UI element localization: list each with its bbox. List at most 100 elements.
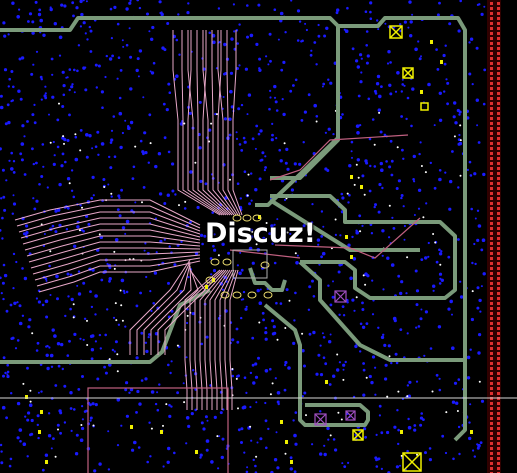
signal-trace <box>211 30 235 216</box>
via-icon <box>251 336 255 340</box>
via-icon <box>124 388 128 392</box>
via-icon <box>444 44 447 47</box>
power-traces[interactable] <box>87 134 421 473</box>
component-pad-icon[interactable] <box>205 214 273 299</box>
via-icon <box>247 173 250 176</box>
via-icon <box>289 89 293 93</box>
via-icon <box>144 377 148 381</box>
via-icon <box>294 78 298 82</box>
via-icon <box>478 298 482 303</box>
purple-pads[interactable] <box>314 290 356 426</box>
via-icon <box>235 131 238 134</box>
via-icon <box>228 133 232 137</box>
via-icon <box>77 270 81 273</box>
via-icon <box>62 84 66 88</box>
via-icon <box>96 130 100 134</box>
signal-traces[interactable] <box>14 30 243 410</box>
via-icon <box>279 11 284 16</box>
via-icon <box>79 337 82 340</box>
via-icon <box>469 403 472 406</box>
via-icon <box>407 425 412 430</box>
via-icon <box>373 165 377 168</box>
via-icon <box>63 421 67 424</box>
via-icon <box>198 100 202 104</box>
via-icon <box>44 92 47 95</box>
via-icon <box>199 456 202 459</box>
via-icon <box>194 388 197 391</box>
via-icon <box>442 53 446 58</box>
via-icon <box>231 338 235 342</box>
via-icon <box>66 272 70 276</box>
via-icon <box>477 141 481 144</box>
test-point-icon <box>402 67 414 79</box>
via-icon <box>414 47 418 52</box>
via-icon <box>132 165 136 169</box>
via-icon <box>37 391 40 394</box>
via-icon <box>476 124 479 127</box>
via-icon <box>454 121 458 125</box>
via-icon <box>357 94 361 98</box>
via-icon <box>194 161 197 164</box>
via-icon <box>156 391 159 394</box>
via-icon <box>87 222 91 226</box>
via-icon <box>424 171 427 174</box>
via-icon <box>3 273 8 278</box>
via-icon <box>150 71 155 75</box>
via-icon <box>75 6 79 10</box>
via-icon <box>329 333 332 336</box>
edge-connector[interactable] <box>487 0 501 473</box>
via-icon <box>394 352 398 356</box>
via-icon <box>250 235 254 239</box>
via-icon <box>270 224 274 228</box>
pad-icon <box>285 440 288 444</box>
via-icon <box>415 326 418 329</box>
via-icon <box>31 147 34 151</box>
via-icon <box>247 93 252 97</box>
via-icon <box>237 107 241 111</box>
via-icon <box>104 75 107 79</box>
via-icon <box>23 173 27 176</box>
via-icon <box>359 230 362 233</box>
test-points[interactable] <box>352 25 429 472</box>
via-icon <box>77 44 81 47</box>
via-icon <box>49 141 52 144</box>
via-icon <box>20 158 24 162</box>
via-icon <box>210 229 214 233</box>
via-icon <box>4 371 7 375</box>
via-icon <box>240 316 243 320</box>
via-icon <box>221 242 225 246</box>
via-icon <box>196 205 200 210</box>
signal-trace <box>136 261 191 355</box>
via-icon <box>89 416 93 420</box>
via-icon <box>466 168 469 171</box>
via-icon <box>371 118 375 121</box>
via-icon <box>453 135 456 138</box>
via-icon <box>104 371 108 375</box>
via-icon <box>374 393 377 396</box>
via-icon <box>458 110 462 114</box>
via-icon <box>359 53 363 57</box>
via-icon <box>48 346 51 349</box>
via-icon <box>395 187 399 190</box>
via-icon <box>438 169 442 172</box>
via-icon <box>275 431 278 434</box>
via-icon <box>91 147 94 150</box>
via-icon <box>419 317 423 321</box>
via-icon <box>283 230 287 233</box>
via-icon <box>217 254 220 257</box>
signal-trace <box>202 30 233 216</box>
via-icon <box>208 31 212 35</box>
via-icon <box>58 102 60 105</box>
via-icon <box>231 368 234 370</box>
via-icon <box>40 390 43 393</box>
via-icon <box>335 11 339 15</box>
via-icon <box>89 290 92 293</box>
via-icon <box>240 149 244 152</box>
via-icon <box>453 381 458 385</box>
via-icon <box>154 332 159 336</box>
via-icon <box>476 306 480 310</box>
via-icon <box>125 414 129 418</box>
via-icon <box>261 311 265 315</box>
